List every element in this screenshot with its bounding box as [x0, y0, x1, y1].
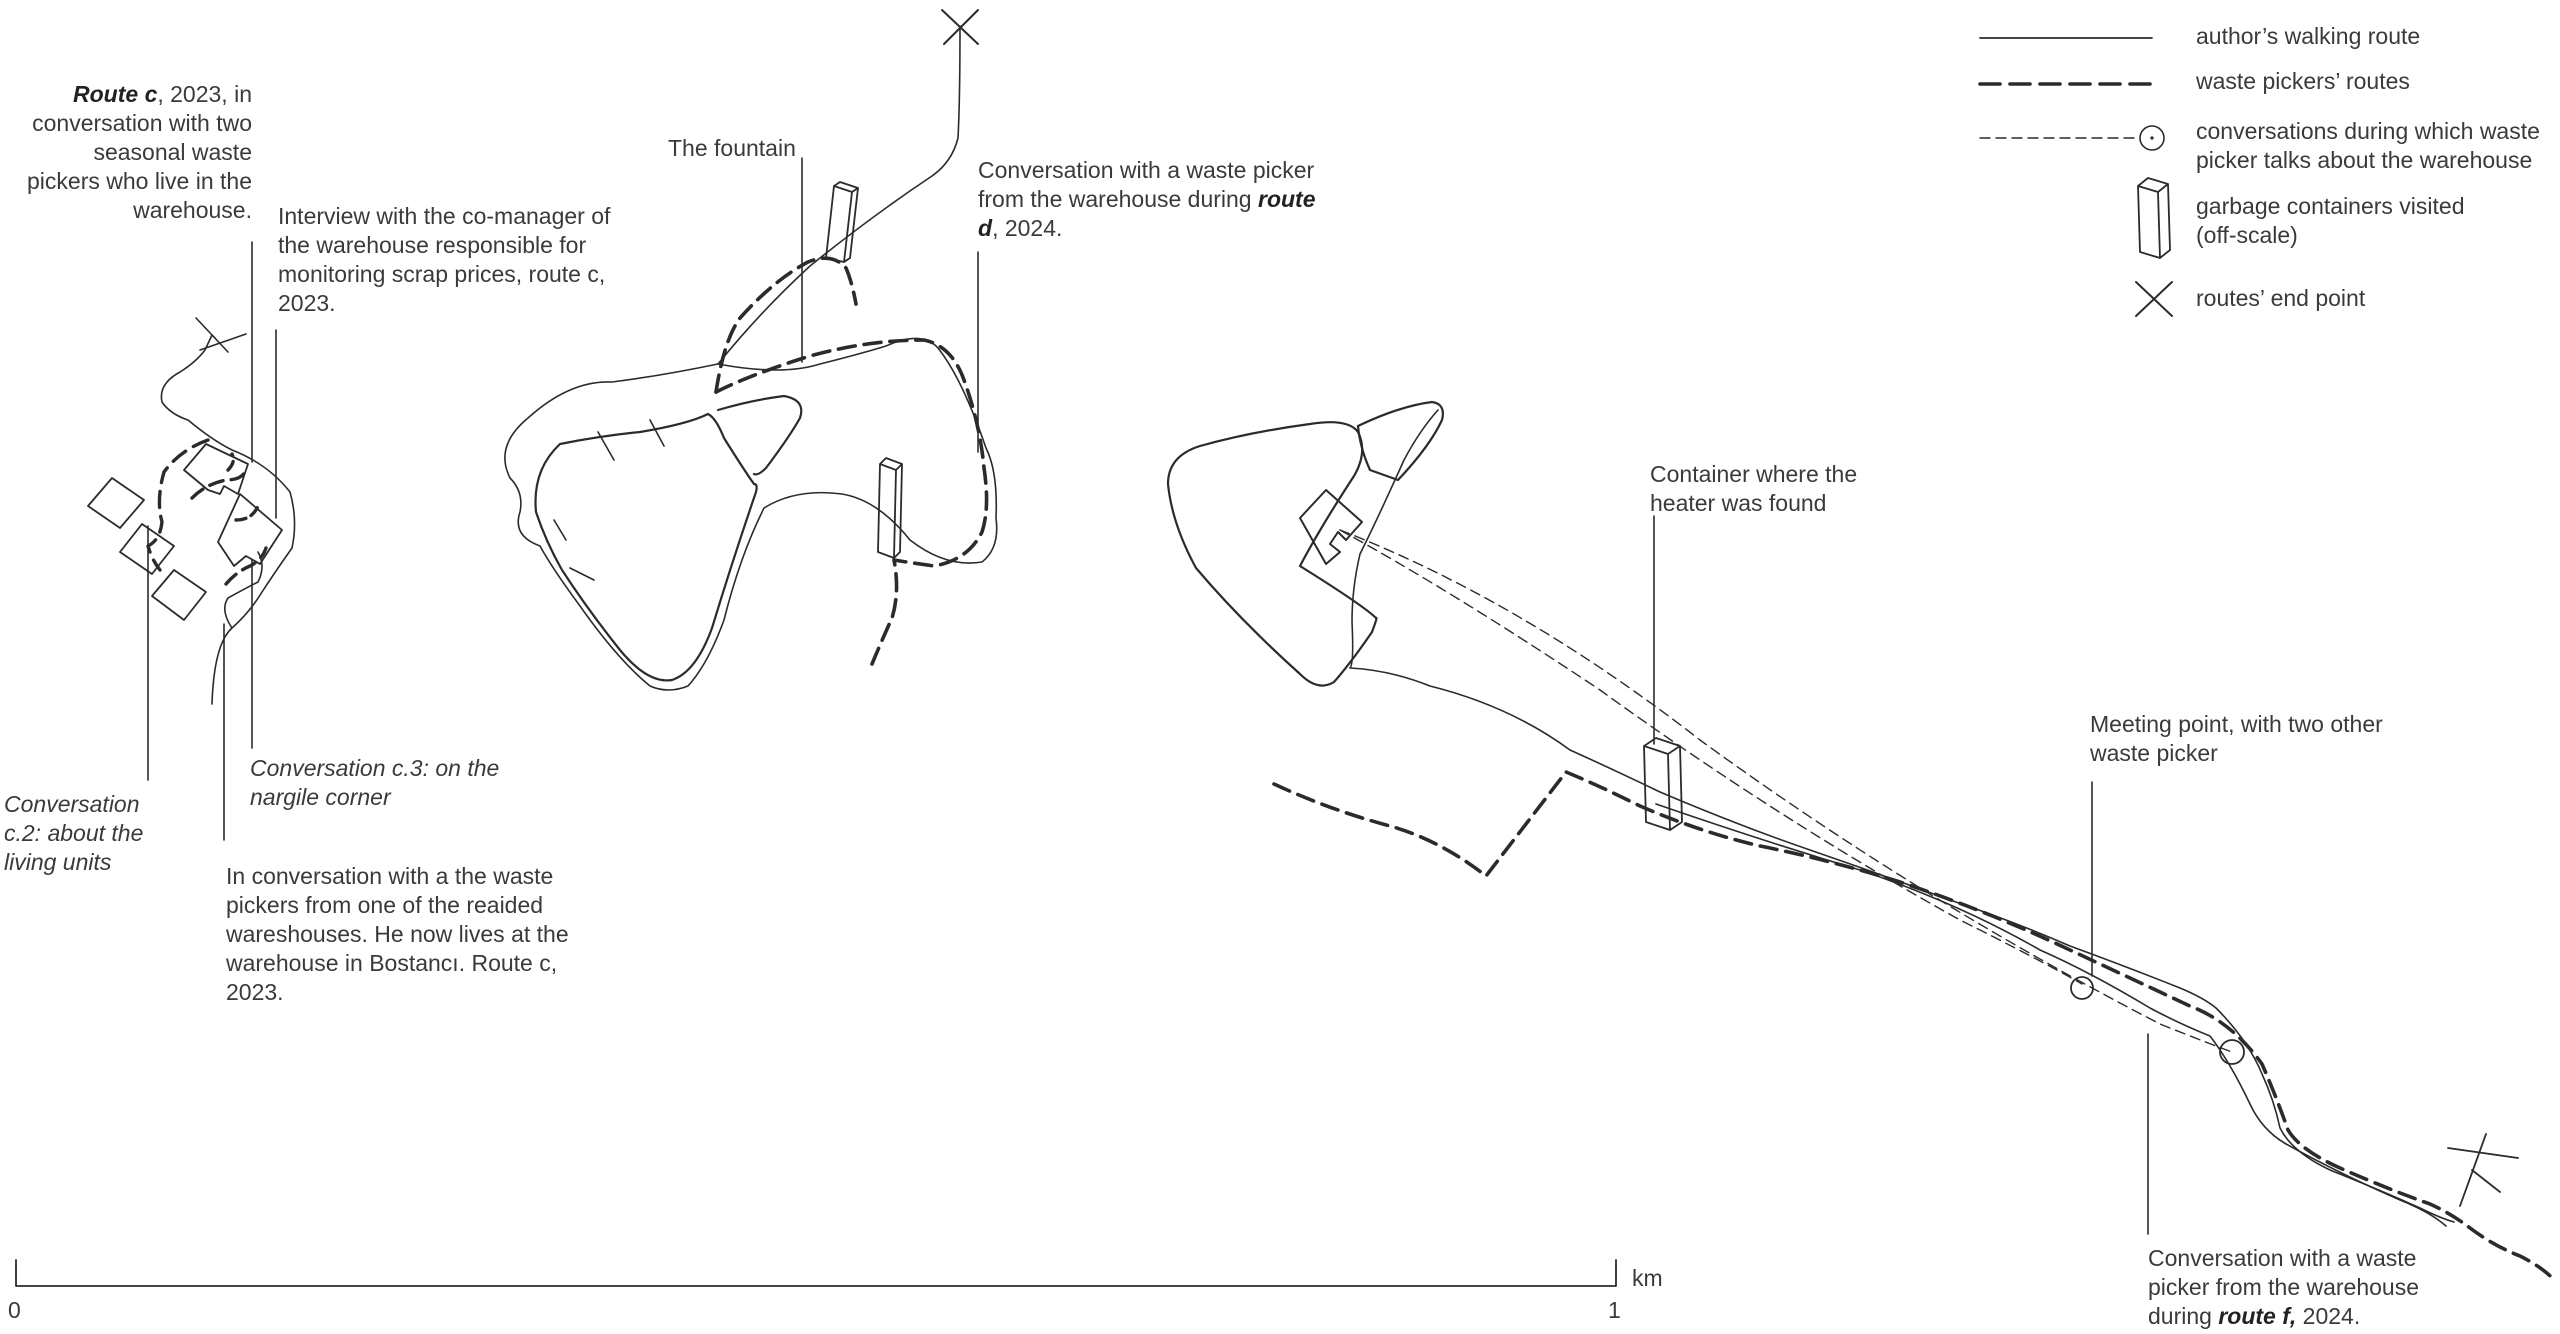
route-f-annotation: Conversation with a waste picker from th… [2148, 1244, 2468, 1331]
garbage-container-icon [825, 181, 859, 263]
route-tick [553, 419, 665, 581]
right-cluster [1166, 400, 2558, 1284]
conversation-point [2070, 976, 2094, 1000]
route-d-annotation: Conversation with a waste picker from th… [978, 156, 1338, 243]
container-heater-annotation: Container where the heater was found [1650, 461, 1858, 516]
legend-symbols [1978, 37, 2173, 317]
legend-conversation-circle [2139, 125, 2165, 151]
living-unit [87, 477, 145, 529]
waste-pickers-route-left [190, 468, 248, 500]
legend-end-symbol [2135, 281, 2173, 317]
conversation-c2-annotation: Conversation c.2: about the living units [4, 791, 144, 875]
legend-conversations-label: conversations during which waste picker … [2196, 118, 2540, 173]
scale-unit-label: km [1632, 1265, 1663, 1291]
route-d-text: Conversation with a waste picker from th… [978, 157, 1315, 212]
conversation-c3-annotation: Conversation c.3: on the nargile corner [250, 755, 500, 810]
conversation-line [1339, 529, 2083, 985]
living-unit [183, 443, 249, 495]
route-end-point-left [195, 317, 247, 353]
route-f-text: Conversation with a waste picker from th… [2148, 1245, 2420, 1329]
walking-route-middle [717, 25, 961, 365]
route-c-text: , 2023, in conversation with two seasona… [27, 81, 252, 223]
route-end-point-right [2447, 1133, 2519, 1207]
route-end-point-middle [941, 9, 979, 45]
route-c-name: Route c [73, 81, 158, 107]
living-unit [119, 523, 175, 575]
conversation-point [2219, 1039, 2245, 1065]
legend-containers-label: garbage containers visited (off-scale) [2196, 193, 2465, 248]
fountain-label: The fountain [668, 135, 796, 161]
waste-pickers-route-middle [714, 338, 989, 666]
raided-warehouse-annotation: In conversation with a the waste pickers… [226, 863, 569, 1005]
route-c-annotation: Route c, 2023, in conversation with two … [16, 80, 252, 225]
conversation-line [1339, 529, 2233, 1053]
waste-pickers-route-left [224, 546, 268, 586]
legend-container-symbol [2137, 177, 2171, 259]
waste-pickers-route-right [1272, 770, 2558, 1284]
waste-pickers-route-left [146, 438, 210, 572]
left-cluster [87, 241, 296, 841]
garbage-container-icon [877, 457, 903, 559]
legend-end-label: routes’ end point [2196, 285, 2366, 311]
walking-route-middle [504, 337, 998, 691]
building-outline [1299, 489, 1363, 565]
legend-pickers-label: waste pickers’ routes [2196, 68, 2410, 94]
route-d-year: , 2024. [992, 215, 1063, 241]
route-f-name: route f, [2218, 1303, 2297, 1329]
living-unit [151, 569, 207, 621]
walking-route-right [1166, 421, 1378, 687]
middle-cluster [504, 9, 998, 691]
walking-route-right [1349, 409, 2455, 1223]
garbage-container-icon [1643, 737, 1683, 831]
interview-annotation: Interview with the co-manager of the war… [278, 203, 611, 316]
waste-pickers-route-left [226, 452, 260, 522]
living-unit [217, 493, 283, 567]
waste-pickers-route-middle [714, 256, 858, 394]
walking-route-middle [716, 394, 803, 476]
meeting-point-annotation: Meeting point, with two other waste pick… [2090, 711, 2383, 766]
walking-route-middle [534, 412, 758, 682]
route-d-name: route d [978, 186, 1316, 241]
scale-start-label: 0 [8, 1297, 21, 1323]
scale-end-label: 1 [1608, 1297, 1621, 1323]
legend-walk-label: author’s walking route [2196, 23, 2421, 49]
walking-route-left [160, 334, 296, 705]
scale-bar [15, 1259, 1617, 1287]
walking-route-right [1356, 400, 1444, 482]
route-f-year: 2024. [2296, 1303, 2361, 1329]
